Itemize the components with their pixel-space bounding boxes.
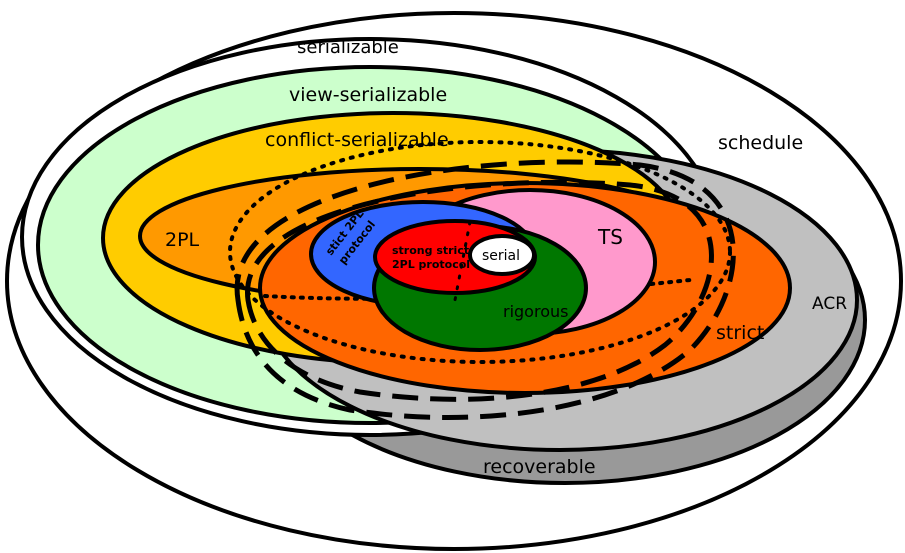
strict-label: strict (716, 322, 764, 344)
ts-label: TS (597, 225, 623, 249)
serial-region (468, 234, 536, 276)
dashed-boundary-outer (234, 159, 736, 420)
dotted-boundary (228, 140, 732, 364)
conflict-serializable-label: conflict-serializable (265, 129, 449, 151)
serial-label: serial (482, 248, 520, 264)
recoverable-label: recoverable (483, 456, 596, 478)
rigorous-label: rigorous (503, 302, 568, 321)
dashed-boundary-inner (245, 179, 714, 402)
serializable-label: serializable (297, 37, 399, 58)
acr-label: ACR (812, 294, 847, 314)
strong-strict-label-line2: 2PL protocol (392, 258, 470, 271)
strong-strict-label-line1: strong strict (392, 244, 469, 257)
view-serializable-label: view-serializable (289, 84, 447, 106)
2pl-label: 2PL (165, 229, 200, 251)
schedule-label: schedule (718, 132, 803, 154)
inner-dotted-line (453, 220, 472, 302)
